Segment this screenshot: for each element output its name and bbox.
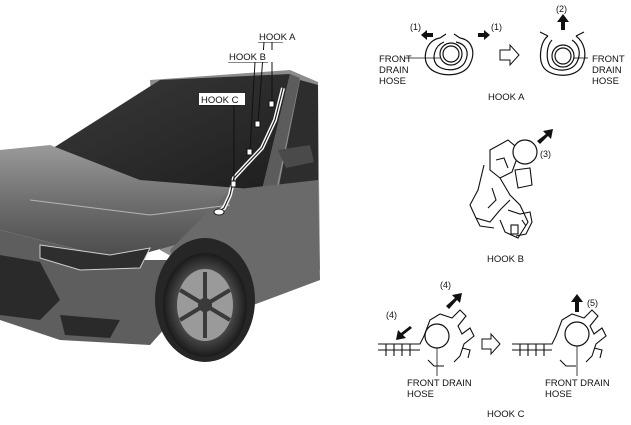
- callout-hook-c: HOOK C: [201, 95, 239, 106]
- hook-a-step-1-right: (1): [491, 22, 502, 32]
- callout-hook-a: HOOK A: [259, 32, 296, 43]
- hook-c-label-left-1: FRONT DRAIN: [407, 378, 472, 389]
- hook-a-label-left-3: HOSE: [379, 76, 406, 87]
- car-illustration: HOOK A HOOK B HOOK C: [0, 30, 320, 362]
- hook-b-detail: (3) HOOK B: [469, 129, 553, 265]
- callout-hook-b: HOOK B: [229, 52, 266, 63]
- hook-a-clip-right: [539, 31, 586, 76]
- hook-c-arrow-pull: [571, 294, 583, 312]
- hook-a-step-1-left: (1): [410, 22, 421, 32]
- hook-c-step-4-up: (4): [440, 280, 451, 290]
- hook-a-label-right-1: FRONT: [592, 54, 625, 65]
- hook-b-hose: [512, 139, 538, 165]
- hook-c-label-right-2: HOSE: [545, 389, 572, 400]
- hook-c-step-5: (5): [587, 298, 598, 308]
- hook-a-label-left-1: FRONT: [379, 54, 412, 65]
- hook-c-arrow-up: [446, 293, 462, 309]
- hook-c-transition-arrow: [481, 332, 501, 356]
- hook-c-hose-left: [424, 323, 450, 349]
- hook-a-arrow-right: [478, 30, 490, 40]
- hook-a-label-right-3: HOSE: [592, 76, 619, 87]
- hook-b-bracket: [469, 139, 533, 239]
- hook-c-caption: HOOK C: [487, 409, 525, 420]
- hook-c-arrow-left: [396, 326, 412, 340]
- hook-c-detail: (4) (4) FRONT DRAIN HOSE (5) FRONT DRAIN…: [378, 280, 610, 420]
- hook-c-label-right-1: FRONT DRAIN: [545, 378, 610, 389]
- hook-a-caption: HOOK A: [488, 92, 525, 103]
- hook-a-label-right-2: DRAIN: [592, 65, 622, 76]
- hook-a-label-left-2: DRAIN: [379, 65, 409, 76]
- hook-c-hose-right: [564, 321, 590, 347]
- hook-a-transition-arrow: [499, 43, 520, 67]
- hook-b-caption: HOOK B: [487, 254, 524, 265]
- hook-c-label-left-2: HOSE: [407, 389, 434, 400]
- hook-c-step-4-left: (4): [386, 310, 397, 320]
- hook-a-step-2: (2): [556, 4, 567, 14]
- hook-a-arrow-left: [421, 30, 433, 40]
- hook-a-arrow-pull: [557, 14, 569, 30]
- hook-a-clip-left: [424, 33, 474, 76]
- hook-b-arrow: [537, 129, 553, 144]
- hook-c-clip-right: [512, 309, 607, 367]
- hook-b-step-3: (3): [540, 149, 551, 159]
- hook-a-detail: (1) (1) FRONT DRAIN HOSE (2) FRONT DRAIN…: [379, 4, 625, 103]
